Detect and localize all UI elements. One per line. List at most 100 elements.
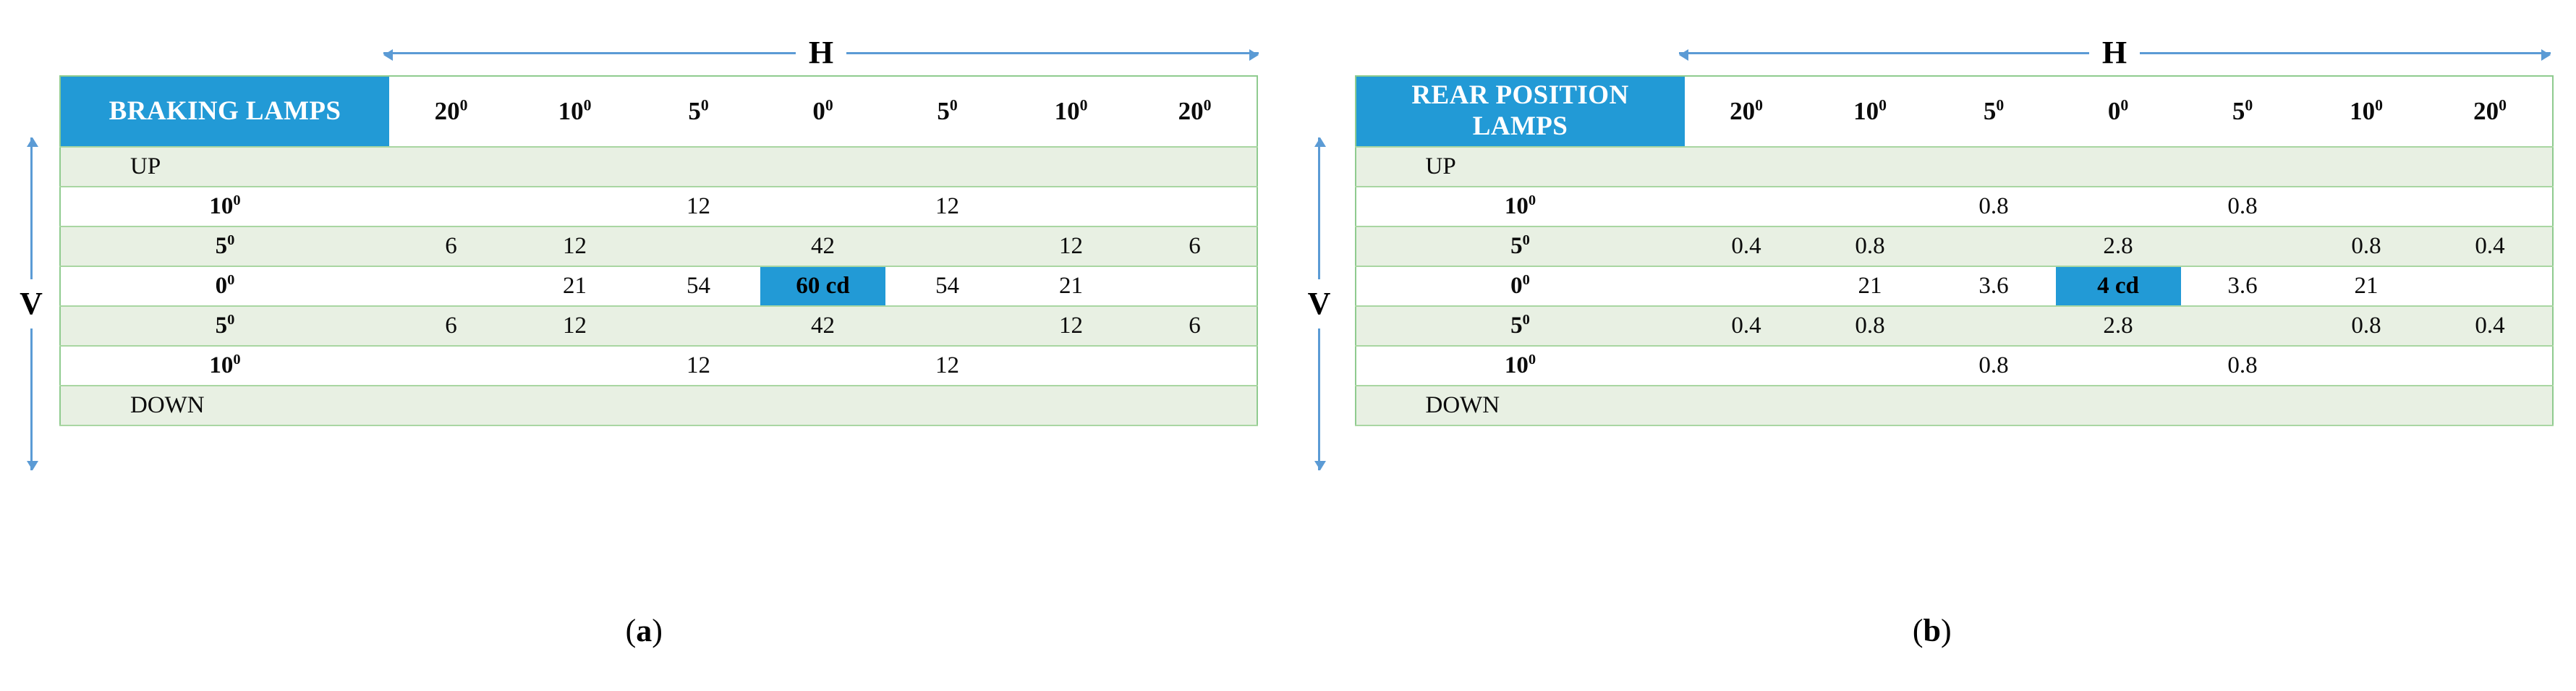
- data-cell: [1009, 186, 1133, 227]
- v-arrow-line-bottom-b: [1314, 328, 1326, 470]
- row-label-5: 50: [1355, 226, 1685, 267]
- data-cell: 21: [1009, 266, 1133, 307]
- data-cell-merged: 2.8: [1931, 226, 2305, 267]
- data-cell: 0.8: [2180, 345, 2305, 386]
- data-cell: [1684, 146, 1808, 187]
- column-header-10-deg-1: 100: [513, 76, 637, 148]
- data-cell: [2428, 146, 2553, 187]
- h-axis-label-b: H: [2101, 35, 2127, 70]
- h-arrow-line-right-b: [2140, 48, 2551, 61]
- caption-b-letter: b: [1923, 613, 1941, 648]
- data-cell: 12: [1009, 226, 1133, 267]
- data-cell: 0.8: [1808, 226, 1932, 267]
- table-row: UP: [60, 146, 1257, 187]
- data-cell: [2428, 186, 2553, 227]
- data-cell: [760, 385, 885, 426]
- data-cell: 12: [637, 186, 760, 227]
- caption-b-close: ): [1940, 613, 1952, 648]
- row-label-5: 50: [60, 305, 389, 347]
- data-cell: [513, 385, 637, 426]
- data-cell: 0.8: [2304, 226, 2428, 267]
- data-cell: [1133, 146, 1257, 187]
- column-header-5-deg-4: 50: [2180, 76, 2305, 148]
- data-cell: [389, 345, 513, 386]
- h-arrow-line-left-b: [1678, 48, 2089, 61]
- data-cell: 0.8: [2180, 186, 2305, 227]
- data-cell: [885, 146, 1009, 187]
- data-cell-merged: 42: [637, 305, 1009, 347]
- data-cell: 6: [1133, 305, 1257, 347]
- column-header-10-deg-5: 100: [1009, 76, 1133, 148]
- table-row: UP: [1355, 146, 2553, 187]
- caption-b-open: (: [1912, 613, 1924, 648]
- h-axis-label-a: H: [808, 35, 834, 70]
- data-cell: [2304, 186, 2428, 227]
- data-cell: [760, 146, 885, 187]
- vertical-axis-arrow-a: V: [6, 137, 56, 470]
- data-cell: [2180, 385, 2305, 426]
- caption-a: (a): [0, 612, 1288, 649]
- data-cell: [389, 385, 513, 426]
- caption-a-letter: a: [636, 613, 652, 648]
- data-cell: [2304, 146, 2428, 187]
- data-cell: [513, 146, 637, 187]
- data-cell: [885, 385, 1009, 426]
- vertical-axis-arrow-b: V: [1294, 137, 1345, 470]
- data-cell: [1133, 186, 1257, 227]
- data-cell: [1931, 385, 2056, 426]
- data-cell: [1009, 385, 1133, 426]
- data-cell: [2304, 385, 2428, 426]
- row-label-down: DOWN: [1355, 385, 1685, 426]
- data-cell: [1009, 345, 1133, 386]
- data-cell: 21: [513, 266, 637, 307]
- data-cell: 54: [637, 266, 760, 307]
- data-cell: [2428, 385, 2553, 426]
- table-title-line: BRAKING LAMPS: [109, 96, 341, 126]
- row-label-10: 100: [60, 186, 389, 227]
- data-cell: 0.8: [1808, 305, 1932, 347]
- data-cell: [2055, 146, 2181, 187]
- data-cell: [513, 186, 637, 227]
- data-cell: 12: [885, 345, 1009, 386]
- column-header-10-deg-5: 100: [2304, 76, 2428, 148]
- data-cell: [2304, 345, 2428, 386]
- row-label-0: 00: [60, 266, 389, 307]
- data-cell: 6: [389, 305, 513, 347]
- data-cell: [1808, 186, 1932, 227]
- row-label-down: DOWN: [60, 385, 389, 426]
- v-axis-label-a: V: [20, 286, 43, 321]
- data-cell-merged: 42: [637, 226, 1009, 267]
- data-cell: [1133, 385, 1257, 426]
- data-cell: [1684, 186, 1808, 227]
- data-cell: 0.8: [2304, 305, 2428, 347]
- data-cell: [2428, 345, 2553, 386]
- table-title-cell: BRAKING LAMPS: [60, 76, 389, 147]
- data-cell: [1009, 146, 1133, 187]
- table-row: DOWN: [1355, 385, 2553, 426]
- data-cell: [1133, 345, 1257, 386]
- v-arrow-line-top-a: [26, 137, 38, 279]
- column-header-5-deg-2: 50: [1931, 76, 2056, 148]
- horizontal-axis-arrow-a: H: [383, 30, 1259, 75]
- column-header-5-deg-4: 50: [885, 76, 1009, 148]
- h-arrow-line-left-a: [383, 48, 796, 61]
- data-cell: [1133, 266, 1257, 307]
- column-header-20-deg-6: 200: [1133, 76, 1257, 148]
- row-label-10: 100: [1355, 345, 1685, 386]
- data-cell: [389, 266, 513, 307]
- row-label-0: 00: [1355, 266, 1685, 307]
- data-cell: 12: [513, 226, 637, 267]
